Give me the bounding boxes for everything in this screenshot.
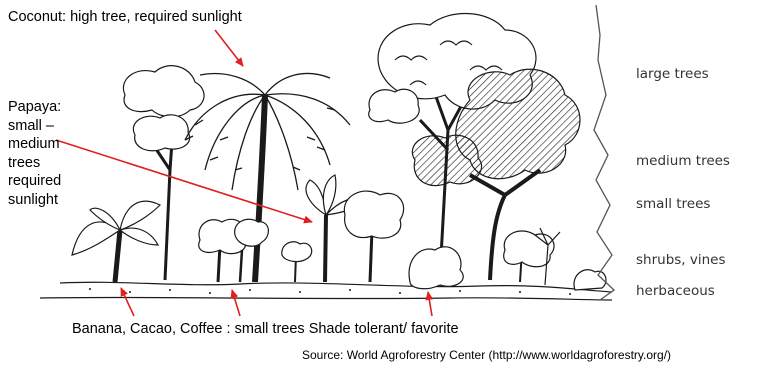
- layer-medium-trees: medium trees: [636, 155, 730, 169]
- shrubs-vines: [409, 228, 606, 290]
- papaya-line: sunlight: [8, 191, 61, 210]
- small-trees: [199, 191, 404, 282]
- coconut-arrow: [215, 30, 243, 66]
- papaya-line: Papaya:: [8, 98, 61, 117]
- papaya-line: medium: [8, 135, 61, 154]
- papaya-annotation: Papaya: small – medium trees required su…: [8, 98, 61, 209]
- layer-bracket: [594, 5, 614, 300]
- coffee-arrow: [428, 292, 432, 316]
- banana-cacao-coffee-annotation: Banana, Cacao, Coffee : small trees Shad…: [72, 322, 459, 337]
- banana-arrow: [121, 288, 134, 316]
- tall-tree-left: [123, 66, 204, 280]
- source-credit: Source: World Agroforestry Center (http:…: [302, 349, 671, 361]
- papaya-line: small –: [8, 117, 61, 136]
- layer-small-trees: small trees: [636, 198, 710, 212]
- layer-shrubs-vines: shrubs, vines: [636, 254, 726, 268]
- layer-herbaceous: herbaceous: [636, 285, 715, 299]
- layer-large-trees: large trees: [636, 68, 709, 82]
- papaya-line: trees: [8, 154, 61, 173]
- cacao-arrow: [232, 290, 240, 316]
- annotation-arrows: [56, 30, 432, 316]
- papaya-line: required: [8, 172, 61, 191]
- banana-plant: [72, 201, 160, 282]
- coconut-annotation: Coconut: high tree, required sunlight: [8, 10, 242, 25]
